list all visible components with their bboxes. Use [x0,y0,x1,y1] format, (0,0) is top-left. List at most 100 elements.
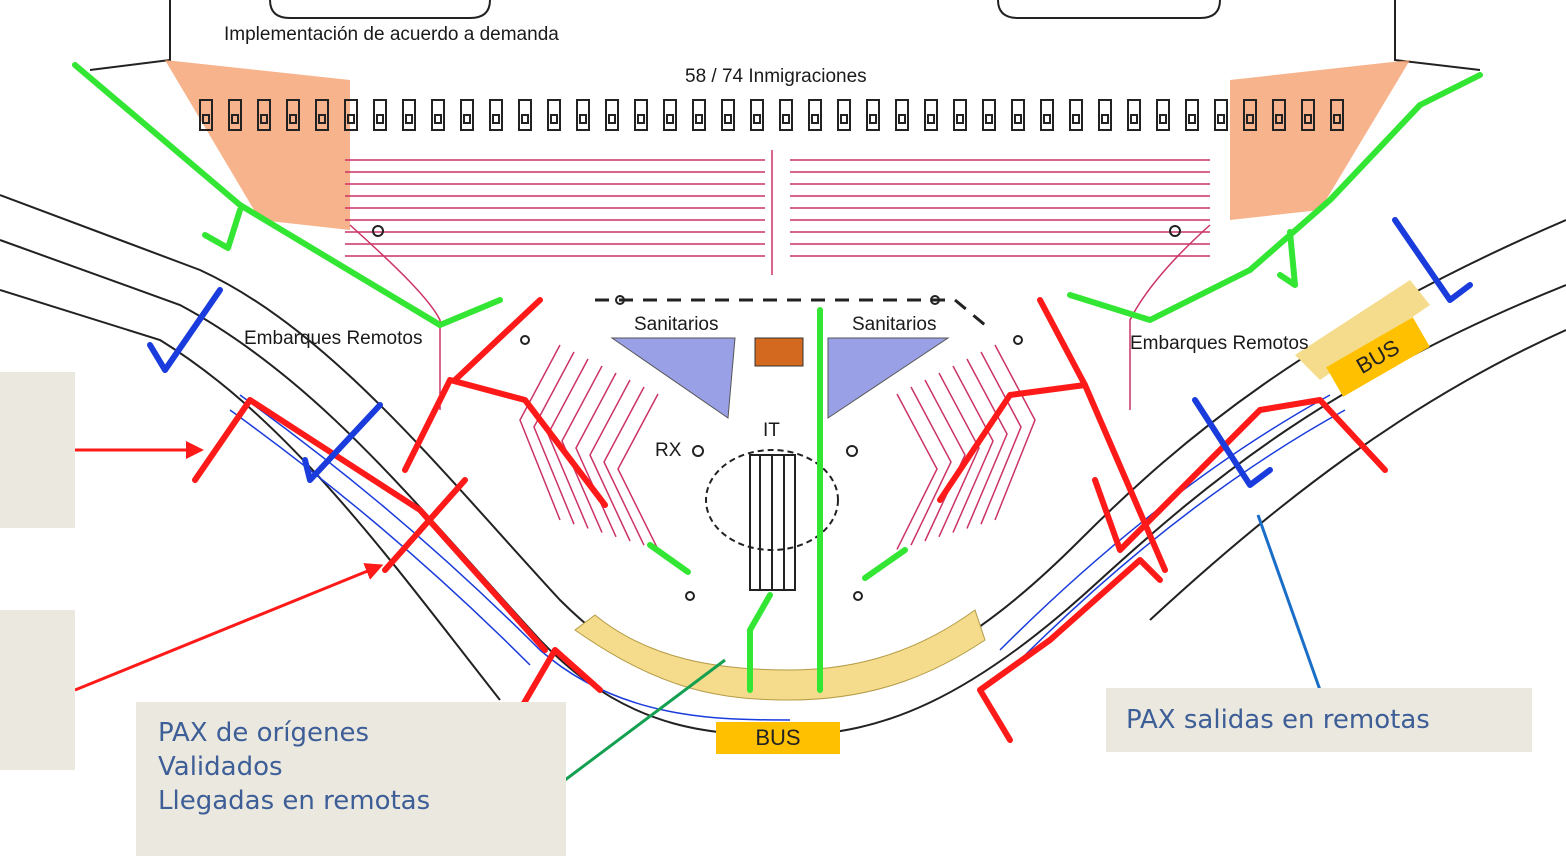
booth-window [1333,114,1341,124]
arrival-queue-left [603,386,645,546]
immigration-booth [199,99,213,131]
immigration-booth [1185,99,1199,131]
arrival-queue-left [561,365,603,533]
immigration-booth [1069,99,1083,131]
arrival-queue-right [994,344,1036,521]
immigration-booth [837,99,851,131]
arrival-queue-left [575,372,617,538]
booth-window [492,114,500,124]
immigration-booth [605,99,619,131]
green-flows [72,62,1483,693]
immigration-booth [489,99,503,131]
booth-window [376,114,384,124]
restroom-triangles [610,337,950,419]
it-label: IT [763,420,780,441]
immigration-booth [692,99,706,131]
booth-window [1072,114,1080,124]
restrooms-right-label: Sanitarios [852,314,937,335]
immigration-booth [1272,99,1286,131]
arrival-queue-right [980,351,1022,525]
booth-window [289,114,297,124]
immigration-booth [895,99,909,131]
immigration-booths [199,99,1344,131]
immigration-booth [866,99,880,131]
arrival-queues [519,344,1036,550]
immigration-booth [634,99,648,131]
immigration-booth [982,99,996,131]
rx-label: RX [655,440,682,461]
implementation-label: Implementación de acuerdo a demanda [224,24,559,45]
immigration-booth [663,99,677,131]
immigration-booth [431,99,445,131]
immigration-booth [286,99,300,131]
booth-window [550,114,558,124]
booth-window [347,114,355,124]
arrival-queue-right [952,365,994,533]
immigration-booth [402,99,416,131]
arrival-queue-left [617,393,659,550]
arrival-queue-right [896,393,938,550]
arrival-queue-right [938,372,980,538]
bus-band-right [1295,280,1430,380]
booth-window [724,114,732,124]
remote-boarding-right-label: Embarques Remotos [1130,333,1309,354]
immigration-booth [1243,99,1257,131]
callout-departures: PAX salidas en remotas [1106,688,1532,752]
booth-window [1043,114,1051,124]
booth-window [898,114,906,124]
booth-window [260,114,268,124]
booth-window [463,114,471,124]
immigration-booth [779,99,793,131]
immigration-booth [460,99,474,131]
orange-marker [754,337,804,367]
booth-window [579,114,587,124]
booth-window [1130,114,1138,124]
immigration-booth [750,99,764,131]
callout-left-lower [0,610,75,770]
booth-window [434,114,442,124]
booth-window [1159,114,1167,124]
callout-origins: PAX de orígenes Validados Llegadas en re… [136,702,566,856]
immigration-booth [1214,99,1228,131]
immigration-booth [518,99,532,131]
booth-window [753,114,761,124]
booth-window [1217,114,1225,124]
booth-window [1304,114,1312,124]
immigration-booth [315,99,329,131]
immigration-booth [1156,99,1170,131]
booth-window [782,114,790,124]
booth-window [927,114,935,124]
bus-badge-bottom: BUS [716,722,840,754]
booth-window [318,114,326,124]
arrival-queue-right [966,358,1008,529]
immigration-booth [547,99,561,131]
bus-band [574,609,986,701]
booth-window [202,114,210,124]
immigration-booth [228,99,242,131]
immigration-booth [1330,99,1344,131]
pointer-lines [74,441,1322,782]
callout-origins-line-2: Validados [158,752,283,782]
arrival-queue-right [924,379,966,542]
booth-window [231,114,239,124]
hall-outline [349,224,1211,410]
immigration-booth [1040,99,1054,131]
fixtures [372,225,1181,601]
callout-departures-text: PAX salidas en remotas [1126,705,1430,735]
queue-lines [345,150,1210,275]
immigration-booth [576,99,590,131]
booth-window [521,114,529,124]
escalator [705,449,839,591]
booth-window [811,114,819,124]
immigration-booth [1301,99,1315,131]
callout-origins-line-3: Llegadas en remotas [158,786,431,816]
immigration-booth [373,99,387,131]
booth-window [956,114,964,124]
red-flows [192,297,1388,743]
arrival-queue-left [533,351,575,525]
immigration-booth [721,99,735,131]
booth-window [637,114,645,124]
booth-window [405,114,413,124]
arrival-queue-left [589,379,631,542]
